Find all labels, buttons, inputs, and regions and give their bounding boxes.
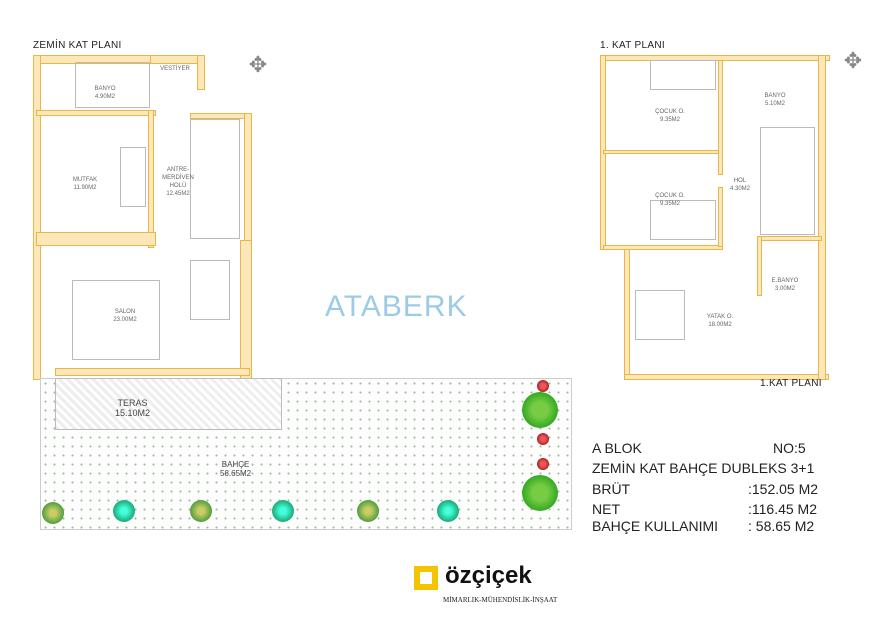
north-compass-icon: ✥ <box>248 52 268 77</box>
info-block: A BLOK <box>592 440 642 456</box>
tree-icon <box>113 500 135 522</box>
tree-icon <box>42 502 64 524</box>
tree-icon <box>190 500 212 522</box>
north-compass-icon: ✥ <box>843 48 863 73</box>
tree-icon <box>357 500 379 522</box>
tree-icon <box>437 500 459 522</box>
room-yatak: YATAK O.18.00M2 <box>706 314 734 328</box>
room-cocuk-1: ÇOCUK O.9.35M2 <box>655 109 685 123</box>
logo-name: özçiçek <box>445 562 532 589</box>
info-brut-value: :152.05 M2 <box>748 481 819 497</box>
info-type: ZEMİN KAT BAHÇE DUBLEKS 3+1 <box>592 460 815 476</box>
room-cocuk-2: ÇOCUK O.9.35M2 <box>655 193 685 207</box>
watermark: ATABERK <box>325 290 468 323</box>
logo-icon <box>414 566 438 590</box>
tree-icon <box>272 500 294 522</box>
first-floor-bottom-title: 1.KAT PLANI <box>760 378 822 389</box>
bush-icon <box>522 475 558 511</box>
flower-icon <box>537 458 549 470</box>
info-brut-label: BRÜT <box>592 481 631 497</box>
room-vestiyer: VESTİYER <box>160 66 190 72</box>
flower-icon <box>537 433 549 445</box>
info-bahce-label: BAHÇE KULLANIMI <box>592 518 719 534</box>
first-floor-title: 1. KAT PLANI <box>600 40 665 51</box>
info-bahce-value: : 58.65 M2 <box>748 518 815 534</box>
info-net-label: NET <box>592 501 620 517</box>
info-net-value: :116.45 M2 <box>748 501 818 517</box>
logo-tagline: MİMARLIK-MÜHENDİSLİK-İNŞAAT <box>443 596 558 604</box>
bush-icon <box>522 392 558 428</box>
info-no: NO:5 <box>773 440 806 456</box>
flower-icon <box>537 380 549 392</box>
ground-floor-title: ZEMİN KAT PLANI <box>33 40 122 51</box>
